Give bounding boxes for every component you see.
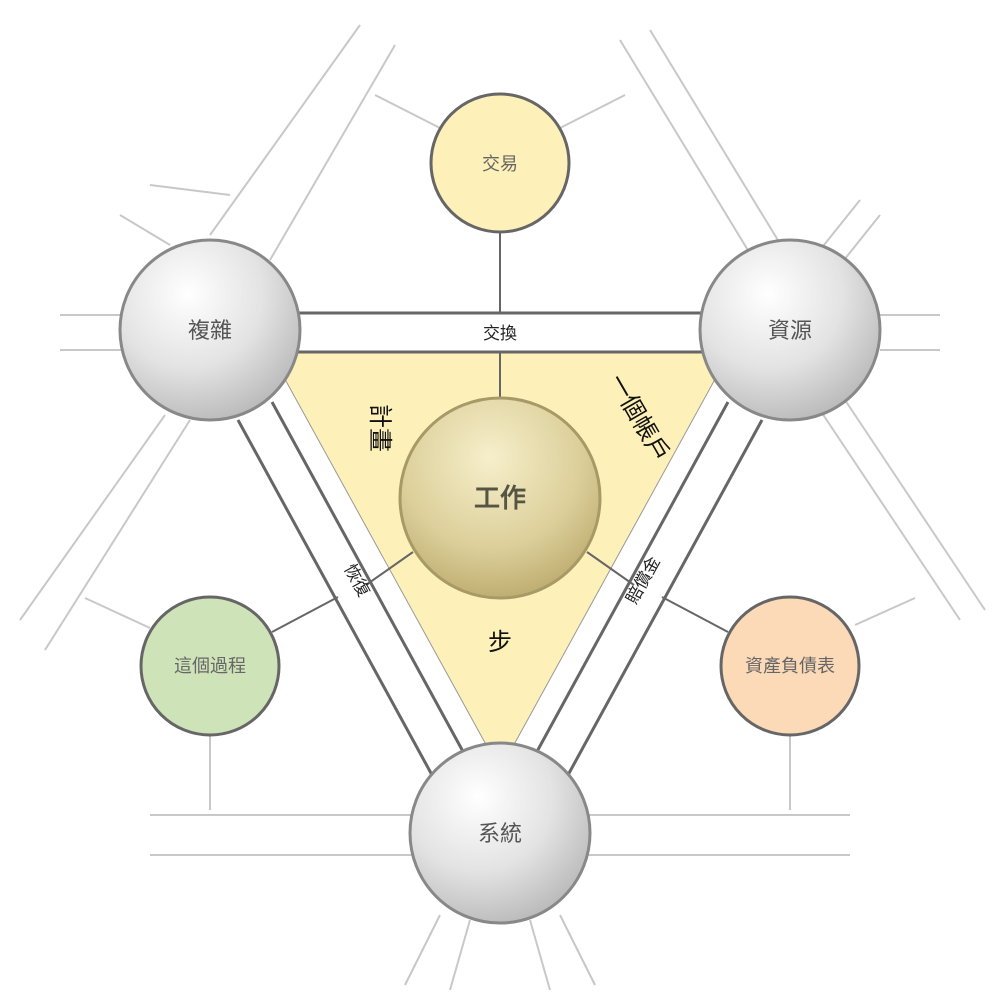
node-top-right-label: 資源 — [768, 319, 812, 344]
spoke-right — [661, 596, 729, 633]
edge-label-left: 恢復 — [339, 561, 373, 600]
node-top-right: 資源 — [698, 238, 882, 422]
node-top-left-label: 複雜 — [188, 319, 232, 344]
left-edge-inner-line — [270, 401, 468, 758]
spoke-center-right — [586, 551, 635, 586]
node-top: 交易 — [429, 92, 571, 234]
node-center: 工作 — [398, 396, 602, 600]
node-left-label: 這個過程 — [174, 656, 246, 677]
spoke-center-left — [365, 551, 414, 586]
node-top-left: 複雜 — [118, 238, 302, 422]
spoke-left — [271, 596, 339, 633]
connector-lines — [271, 232, 729, 633]
node-bottom-label: 系統 — [478, 822, 522, 847]
right-edge-inner-line — [532, 401, 730, 758]
node-center-label: 工作 — [474, 484, 526, 514]
node-top-label: 交易 — [482, 154, 518, 175]
edge-label-top: 交換 — [483, 324, 517, 344]
region-label-bottom: 步 — [488, 628, 512, 656]
node-right-label: 資產負債表 — [745, 656, 835, 677]
region-label-left: 計畫 — [366, 404, 394, 452]
node-left: 這個過程 — [139, 595, 281, 737]
node-right: 資產負債表 — [719, 595, 861, 737]
node-bottom: 系統 — [408, 741, 592, 925]
background-lines — [19, 24, 986, 991]
